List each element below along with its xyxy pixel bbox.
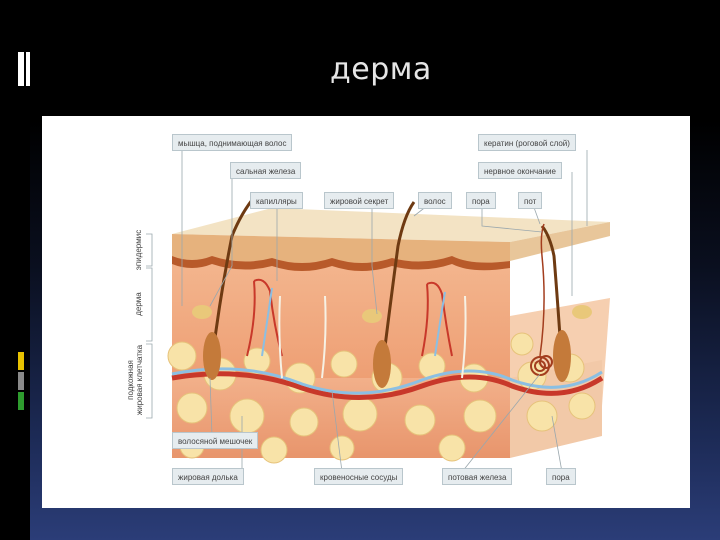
label-sweat: пот (518, 192, 542, 209)
slide-title: дерма (330, 52, 470, 87)
accent-bar-green (18, 392, 24, 410)
title-accent-block-2 (26, 52, 30, 86)
layer-brackets (146, 234, 152, 418)
layer-label-hypodermis: подкожная жировая клетчатка (126, 344, 144, 416)
label-capillaries: капилляры (250, 192, 303, 209)
skin-diagram: мышца, поднимающая волос кератин (рогово… (42, 116, 690, 508)
label-pore: пора (466, 192, 496, 209)
sebaceous-gland-2 (362, 309, 382, 323)
hair-follicle-1 (203, 332, 221, 380)
sebaceous-gland-1 (192, 305, 212, 319)
label-sweat-gland: потовая железа (442, 468, 512, 485)
label-sebaceous-gland: сальная железа (230, 162, 301, 179)
label-hair-follicle: волосяной мешочек (172, 432, 258, 449)
layer-label-epidermis: эпидермис (134, 228, 143, 272)
layer-label-dermis: дерма (134, 284, 143, 324)
accent-bar-gray (18, 372, 24, 390)
layer-label-hypodermis-line1: подкожная (126, 344, 135, 416)
label-keratin: кератин (роговой слой) (478, 134, 576, 151)
accent-bar-yellow (18, 352, 24, 370)
sebaceous-gland-3 (572, 305, 592, 319)
label-fat-lobule: жировая долька (172, 468, 244, 485)
layer-label-hypodermis-line2: жировая клетчатка (135, 344, 144, 416)
label-sebum: жировой секрет (324, 192, 394, 209)
label-hair: волос (418, 192, 452, 209)
hair-follicle-2 (373, 340, 391, 388)
label-blood-vessels: кровеносные сосуды (314, 468, 403, 485)
label-pore-bottom: пора (546, 468, 576, 485)
title-accent-block (18, 52, 24, 86)
label-nerve-ending: нервное окончание (478, 162, 562, 179)
hair-follicle-3 (553, 330, 571, 382)
label-arrector-pili: мышца, поднимающая волос (172, 134, 292, 151)
